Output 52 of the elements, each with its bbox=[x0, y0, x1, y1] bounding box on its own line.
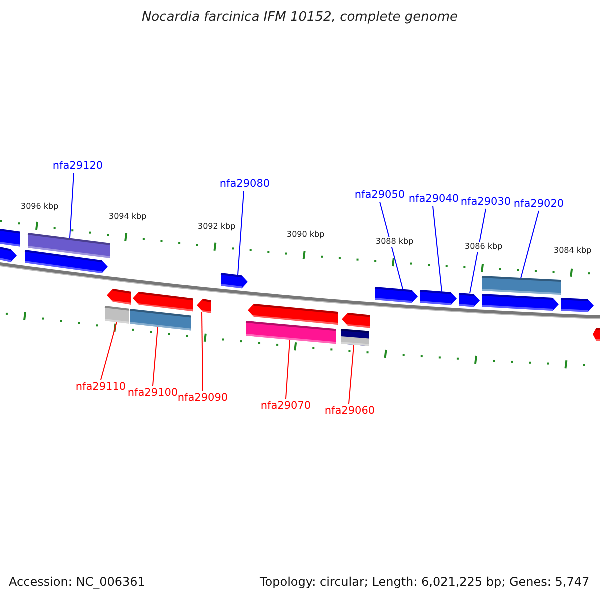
scale-label: 3096 kbp bbox=[21, 202, 59, 212]
footer-text: Topology: circular; Length: 6,021,225 bp; Genes: 5,747 bbox=[260, 575, 590, 589]
gene-feature bbox=[375, 287, 418, 304]
leader-line bbox=[100, 322, 118, 380]
gene-feature bbox=[197, 299, 211, 314]
leader-line bbox=[470, 208, 486, 294]
gene-feature bbox=[482, 294, 559, 312]
leader-line bbox=[70, 172, 74, 239]
leader-line bbox=[432, 206, 442, 292]
leader-line bbox=[380, 202, 404, 290]
leader-line bbox=[152, 326, 158, 386]
gene-label: nfa29040 bbox=[408, 193, 460, 205]
gene-label: nfa29020 bbox=[514, 198, 564, 210]
gene-feature bbox=[459, 292, 480, 308]
gene-feature bbox=[25, 250, 108, 274]
gene-label: nfa29090 bbox=[178, 392, 228, 404]
gene-label: nfa29050 bbox=[354, 189, 406, 201]
footer-text: Accession: NC_006361 bbox=[9, 575, 146, 589]
gene-feature bbox=[107, 288, 131, 305]
leader-line bbox=[238, 190, 244, 276]
gene-feature bbox=[248, 304, 338, 326]
gene-bar bbox=[341, 329, 369, 347]
gene-label: nfa29030 bbox=[460, 196, 512, 208]
gene-feature bbox=[342, 312, 370, 328]
gene-label: nfa29080 bbox=[220, 178, 270, 190]
gene-bar bbox=[0, 229, 20, 247]
scale-label: 3094 kbp bbox=[109, 212, 147, 222]
scale-label: 3092 kbp bbox=[198, 222, 236, 232]
gene-bar bbox=[105, 306, 129, 324]
gene-label: nfa29100 bbox=[128, 387, 178, 399]
leader-line bbox=[202, 312, 204, 392]
gene-feature bbox=[133, 292, 193, 312]
scale-label: 3090 kbp bbox=[287, 230, 325, 240]
gene-feature bbox=[420, 290, 457, 306]
gene-feature bbox=[221, 273, 248, 290]
gene-label: nfa29110 bbox=[76, 381, 126, 393]
gene-label: nfa29070 bbox=[260, 400, 312, 412]
scale-label: 3086 kbp bbox=[465, 242, 503, 252]
gene-bar bbox=[130, 308, 191, 330]
scale-label: 3084 kbp bbox=[554, 246, 592, 256]
scale-label: 3088 kbp bbox=[376, 237, 414, 247]
leader-line bbox=[348, 345, 354, 404]
gene-feature bbox=[0, 247, 17, 262]
gene-bar bbox=[246, 320, 336, 344]
leader-line bbox=[286, 340, 290, 400]
gene-label: nfa29060 bbox=[324, 405, 376, 417]
gene-feature bbox=[561, 298, 594, 313]
title: Nocardia farcinica IFM 10152, complete genome bbox=[140, 10, 460, 25]
gene-bar bbox=[28, 232, 110, 258]
gene-label: nfa29120 bbox=[52, 160, 104, 172]
gene-feature bbox=[593, 328, 600, 341]
gene-bar bbox=[482, 276, 561, 296]
